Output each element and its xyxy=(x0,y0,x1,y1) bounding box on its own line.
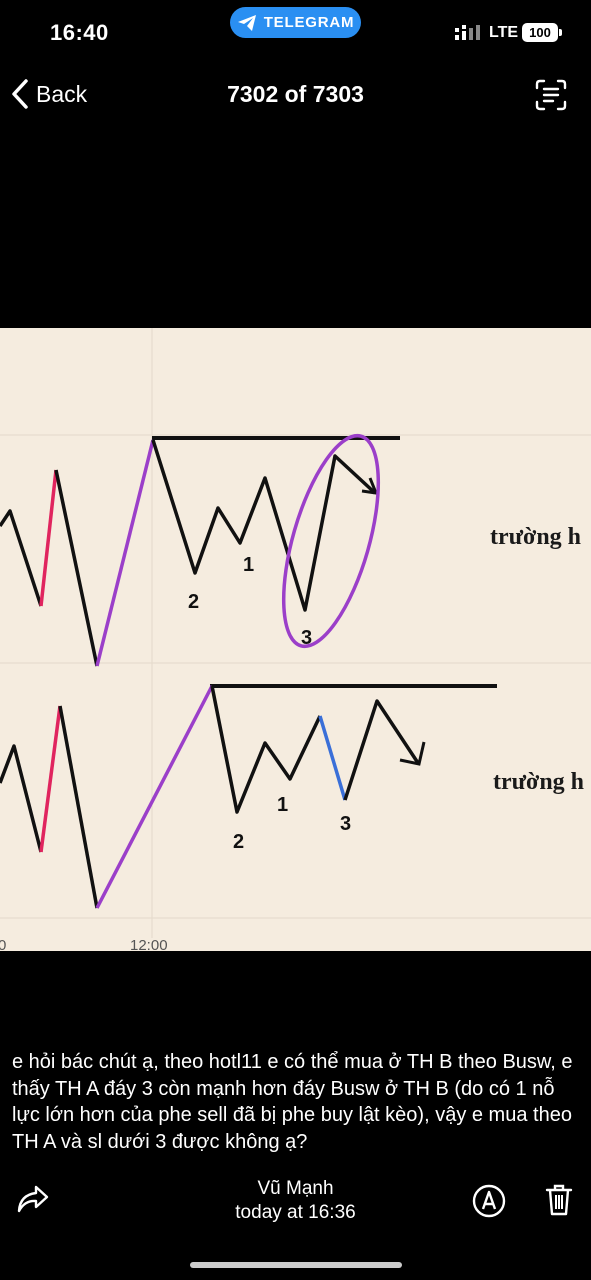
bottom-arrow-head xyxy=(399,741,426,766)
bottom-price-line xyxy=(210,685,322,814)
share-arrow-icon xyxy=(17,1185,49,1213)
cellular-signal-icon xyxy=(455,25,480,40)
bottom-purple-leg xyxy=(95,685,214,909)
nav-bar: Back 7302 of 7303 xyxy=(0,70,591,120)
status-bar: 16:40 TELEGRAM LTE 100 xyxy=(0,0,591,60)
top-price-line xyxy=(151,439,377,612)
bottom-label-1: 1 xyxy=(277,794,288,816)
chevron-left-icon xyxy=(12,79,28,109)
back-to-app-label: TELEGRAM xyxy=(263,14,355,31)
battery-indicator: 100 xyxy=(522,23,558,42)
top-label-2: 2 xyxy=(188,591,199,613)
highlight-circle xyxy=(281,433,381,649)
home-indicator[interactable] xyxy=(190,1262,402,1268)
bottom-label-2: 2 xyxy=(233,831,244,853)
axis-tick-time: 12:00 xyxy=(130,937,168,951)
back-button[interactable]: Back xyxy=(10,78,87,110)
battery-tip xyxy=(559,29,562,36)
trash-icon xyxy=(545,1184,573,1216)
top-red-leg xyxy=(39,469,58,607)
delete-button[interactable] xyxy=(545,1183,573,1222)
bottom-red-leg xyxy=(39,705,62,853)
chart-photo[interactable]: 2 1 3 trường h 2 1 3 trường h 0 12:00 xyxy=(0,328,591,954)
top-label-1: 1 xyxy=(243,554,254,576)
live-text-icon xyxy=(535,79,567,111)
axis-tick-left: 0 xyxy=(0,937,6,951)
markup-button[interactable] xyxy=(472,1184,506,1223)
sent-time: today at 16:36 xyxy=(235,1202,356,1223)
live-text-button[interactable] xyxy=(534,78,568,117)
sender-name: Vũ Mạnh xyxy=(257,1178,334,1199)
telegram-plane-icon xyxy=(237,14,256,31)
share-button[interactable] xyxy=(16,1184,50,1219)
markup-pen-icon xyxy=(472,1184,506,1218)
page-title: 7302 of 7303 xyxy=(227,81,364,107)
bottom-price-line-drop xyxy=(58,705,99,909)
top-arrow-head xyxy=(361,477,379,495)
bottom-label-3: 3 xyxy=(340,813,351,835)
bottom-blue-leg xyxy=(318,715,347,801)
bottom-toolbar: Vũ Mạnh today at 16:36 xyxy=(0,1170,591,1240)
top-label-3: 3 xyxy=(301,627,312,649)
top-side-label: trường h xyxy=(490,524,581,550)
photo-caption: e hỏi bác chút ạ, theo hotl11 e có thể m… xyxy=(12,1051,573,1153)
network-type: LTE xyxy=(489,24,519,41)
bottom-price-line-end xyxy=(343,699,420,801)
top-price-line-start xyxy=(0,509,43,607)
bottom-side-label: trường h xyxy=(493,769,584,795)
top-price-line-drop xyxy=(54,469,99,667)
back-label: Back xyxy=(36,80,88,107)
back-to-telegram-pill[interactable]: TELEGRAM xyxy=(230,7,361,38)
status-time: 16:40 xyxy=(50,20,109,45)
bottom-price-line-start xyxy=(0,744,43,853)
chart-sketch: 2 1 3 trường h 2 1 3 trường h 0 12:00 xyxy=(0,328,591,954)
top-purple-leg xyxy=(95,439,155,667)
